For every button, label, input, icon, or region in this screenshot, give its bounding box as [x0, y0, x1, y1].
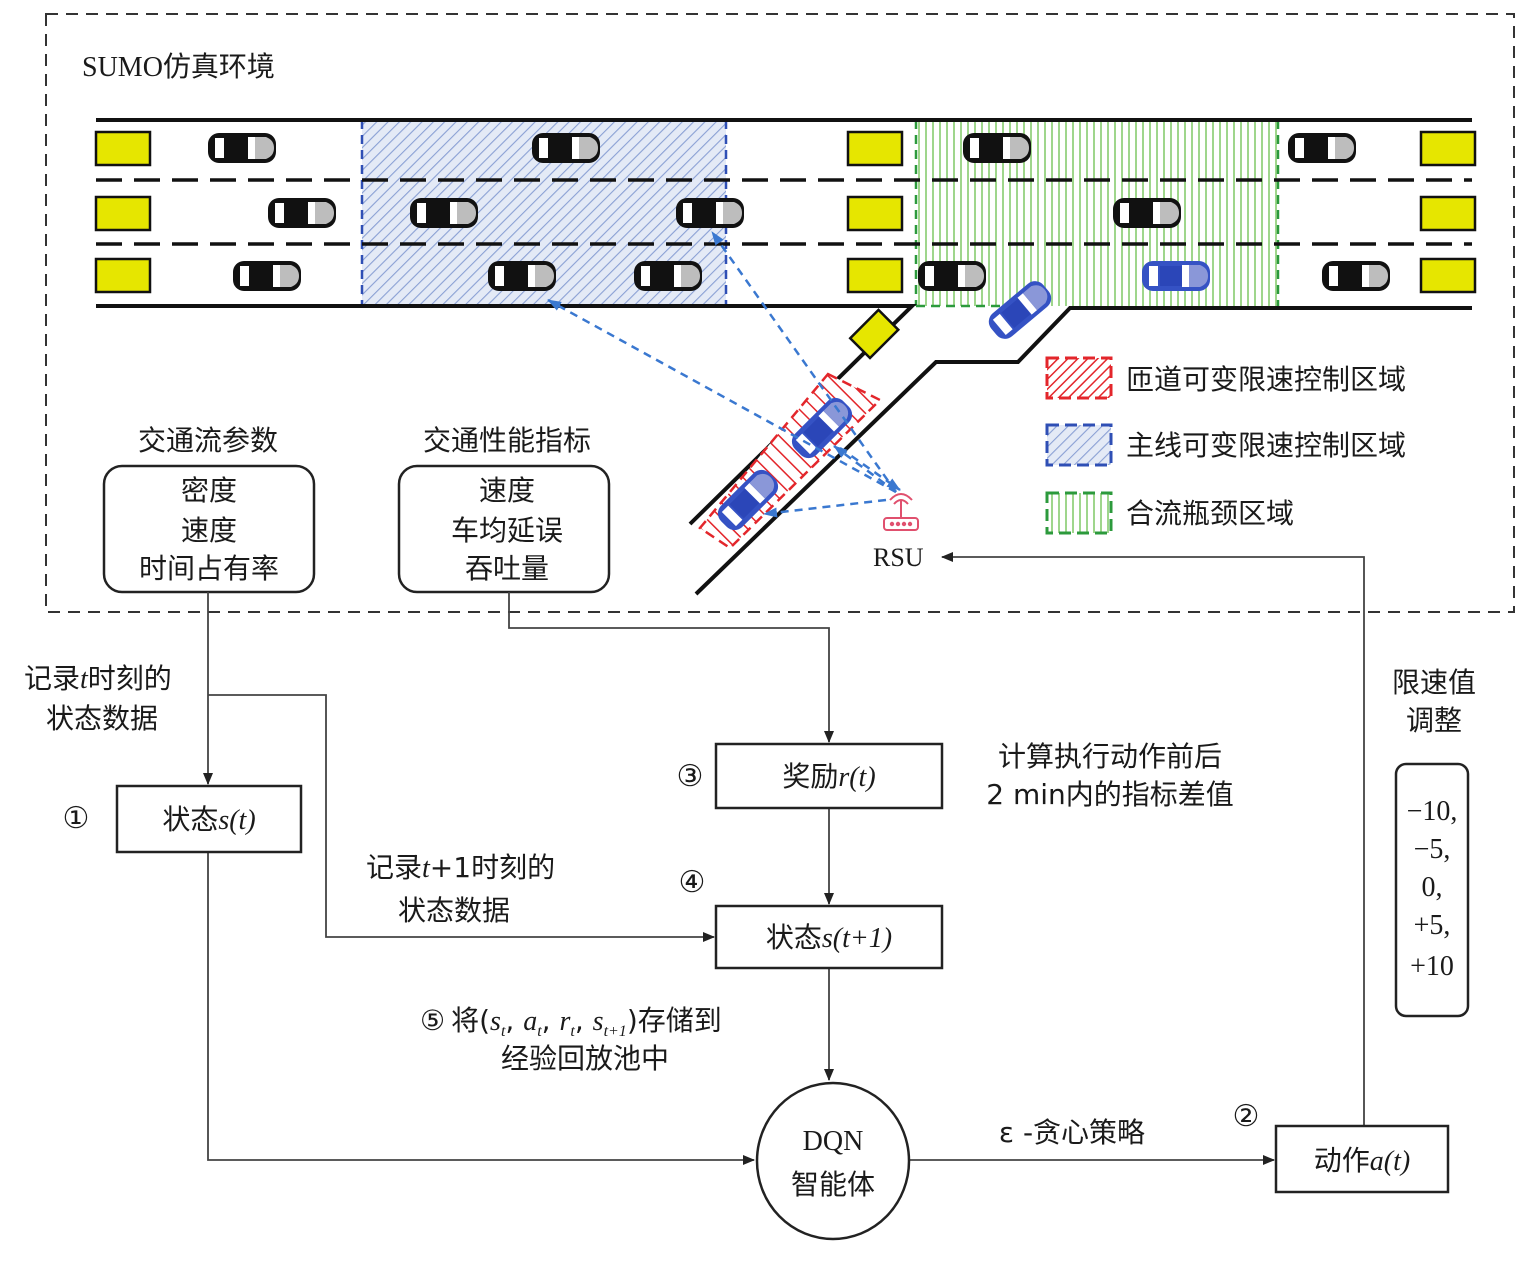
metric-throughput: 吞吐量 [465, 552, 549, 585]
speed-adjust-label-line2: 调整 [1406, 704, 1462, 737]
action-node [1274, 1124, 1450, 1194]
traffic-performance-box [397, 464, 611, 594]
reward-note-line2: 2 min内的指标差值 [986, 778, 1234, 811]
car-icon [208, 133, 276, 163]
detector [94, 257, 152, 294]
record-t-label-line2: 状态数据 [46, 702, 158, 735]
speed-value: +10 [1410, 951, 1454, 982]
state-t1-label: 状态s(t+1) [766, 921, 892, 954]
detectors [94, 130, 1477, 360]
step-2-marker: ② [1233, 1100, 1260, 1133]
connected-car-icon [1142, 261, 1210, 291]
detector [94, 195, 152, 232]
step-1-marker: ① [63, 802, 90, 835]
param-speed: 速度 [181, 514, 237, 547]
svg-text:主线可变限速控制区域: 主线可变限速控制区域 [1126, 429, 1406, 462]
car-icon [532, 133, 600, 163]
rsu-label: RSU [873, 543, 924, 572]
car-icon [676, 198, 744, 228]
speed-value: 0, [1422, 872, 1443, 903]
record-t1-label: 记录t+1时刻的 [366, 851, 555, 884]
legend-item-merge-bottleneck: 合流瓶颈区域 [1045, 491, 1294, 535]
car-icon [963, 133, 1031, 163]
speed-values-box [1394, 762, 1470, 1018]
metric-delay: 车均延误 [451, 514, 563, 547]
mainline-road [96, 118, 1472, 596]
flow-connectors [203, 552, 1365, 1165]
speed-value: −10, [1407, 796, 1458, 827]
v2i-links [547, 231, 901, 518]
record-t1-label-line2: 状态数据 [398, 894, 510, 927]
legend-item-ramp-vsl: 匝道可变限速控制区域 [1045, 356, 1406, 400]
detector [846, 195, 904, 232]
state-t1-node [714, 904, 944, 970]
speed-value: +5, [1414, 910, 1451, 941]
svg-text:合流瓶颈区域: 合流瓶颈区域 [1126, 497, 1294, 530]
legend-item-mainline-vsl: 主线可变限速控制区域 [1045, 423, 1406, 467]
environment-title: SUMO仿真环境 [82, 51, 275, 83]
traffic-performance-title: 交通性能指标 [423, 424, 591, 457]
metric-speed: 速度 [479, 474, 535, 507]
param-occupancy: 时间占有率 [139, 552, 279, 585]
reward-label: 奖励r(t) [782, 760, 875, 793]
traffic-flow-params-title: 交通流参数 [138, 424, 278, 457]
detector [846, 130, 904, 167]
car-icon [488, 261, 556, 291]
reward-note-line1: 计算执行动作前后 [998, 740, 1222, 773]
step-3-marker: ③ [677, 760, 704, 793]
dqn-agent-label-line2: 智能体 [791, 1168, 875, 1201]
param-density: 密度 [181, 474, 237, 507]
simulation-environment-frame [45, 13, 1515, 613]
state-t-label: 状态s(t) [162, 803, 255, 836]
state-t-node [115, 784, 303, 854]
dqn-agent-label-line1: DQN [803, 1126, 864, 1157]
speed-value: −5, [1414, 834, 1451, 865]
car-icon [634, 261, 702, 291]
record-t-label: 记录t时刻的 [24, 662, 172, 695]
car-icon [918, 261, 986, 291]
wifi-router-icon [883, 493, 919, 531]
step-4-marker: ④ [679, 866, 706, 899]
action-label: 动作a(t) [1314, 1144, 1410, 1177]
detector [1419, 195, 1477, 232]
traffic-flow-params-box [102, 464, 316, 594]
car-icon [268, 198, 336, 228]
legend: 匝道可变限速控制区域 主线可变限速控制区域 合流瓶颈区域 [1045, 356, 1406, 535]
car-icon [1113, 198, 1181, 228]
epsilon-greedy-label: ε -贪心策略 [999, 1116, 1145, 1149]
detector [848, 308, 901, 360]
svg-text:匝道可变限速控制区域: 匝道可变限速控制区域 [1126, 363, 1406, 396]
speed-adjust-label-line1: 限速值 [1392, 666, 1476, 699]
detector [94, 130, 152, 167]
car-icon [233, 261, 301, 291]
detector [1419, 130, 1477, 167]
reward-node [714, 742, 944, 810]
detector [846, 257, 904, 294]
store-transition-label-line2: 经验回放池中 [501, 1042, 669, 1075]
detector [1419, 257, 1477, 294]
car-icon [410, 198, 478, 228]
car-icon [1288, 133, 1356, 163]
dqn-agent-node [755, 1081, 911, 1241]
car-icon [1322, 261, 1390, 291]
